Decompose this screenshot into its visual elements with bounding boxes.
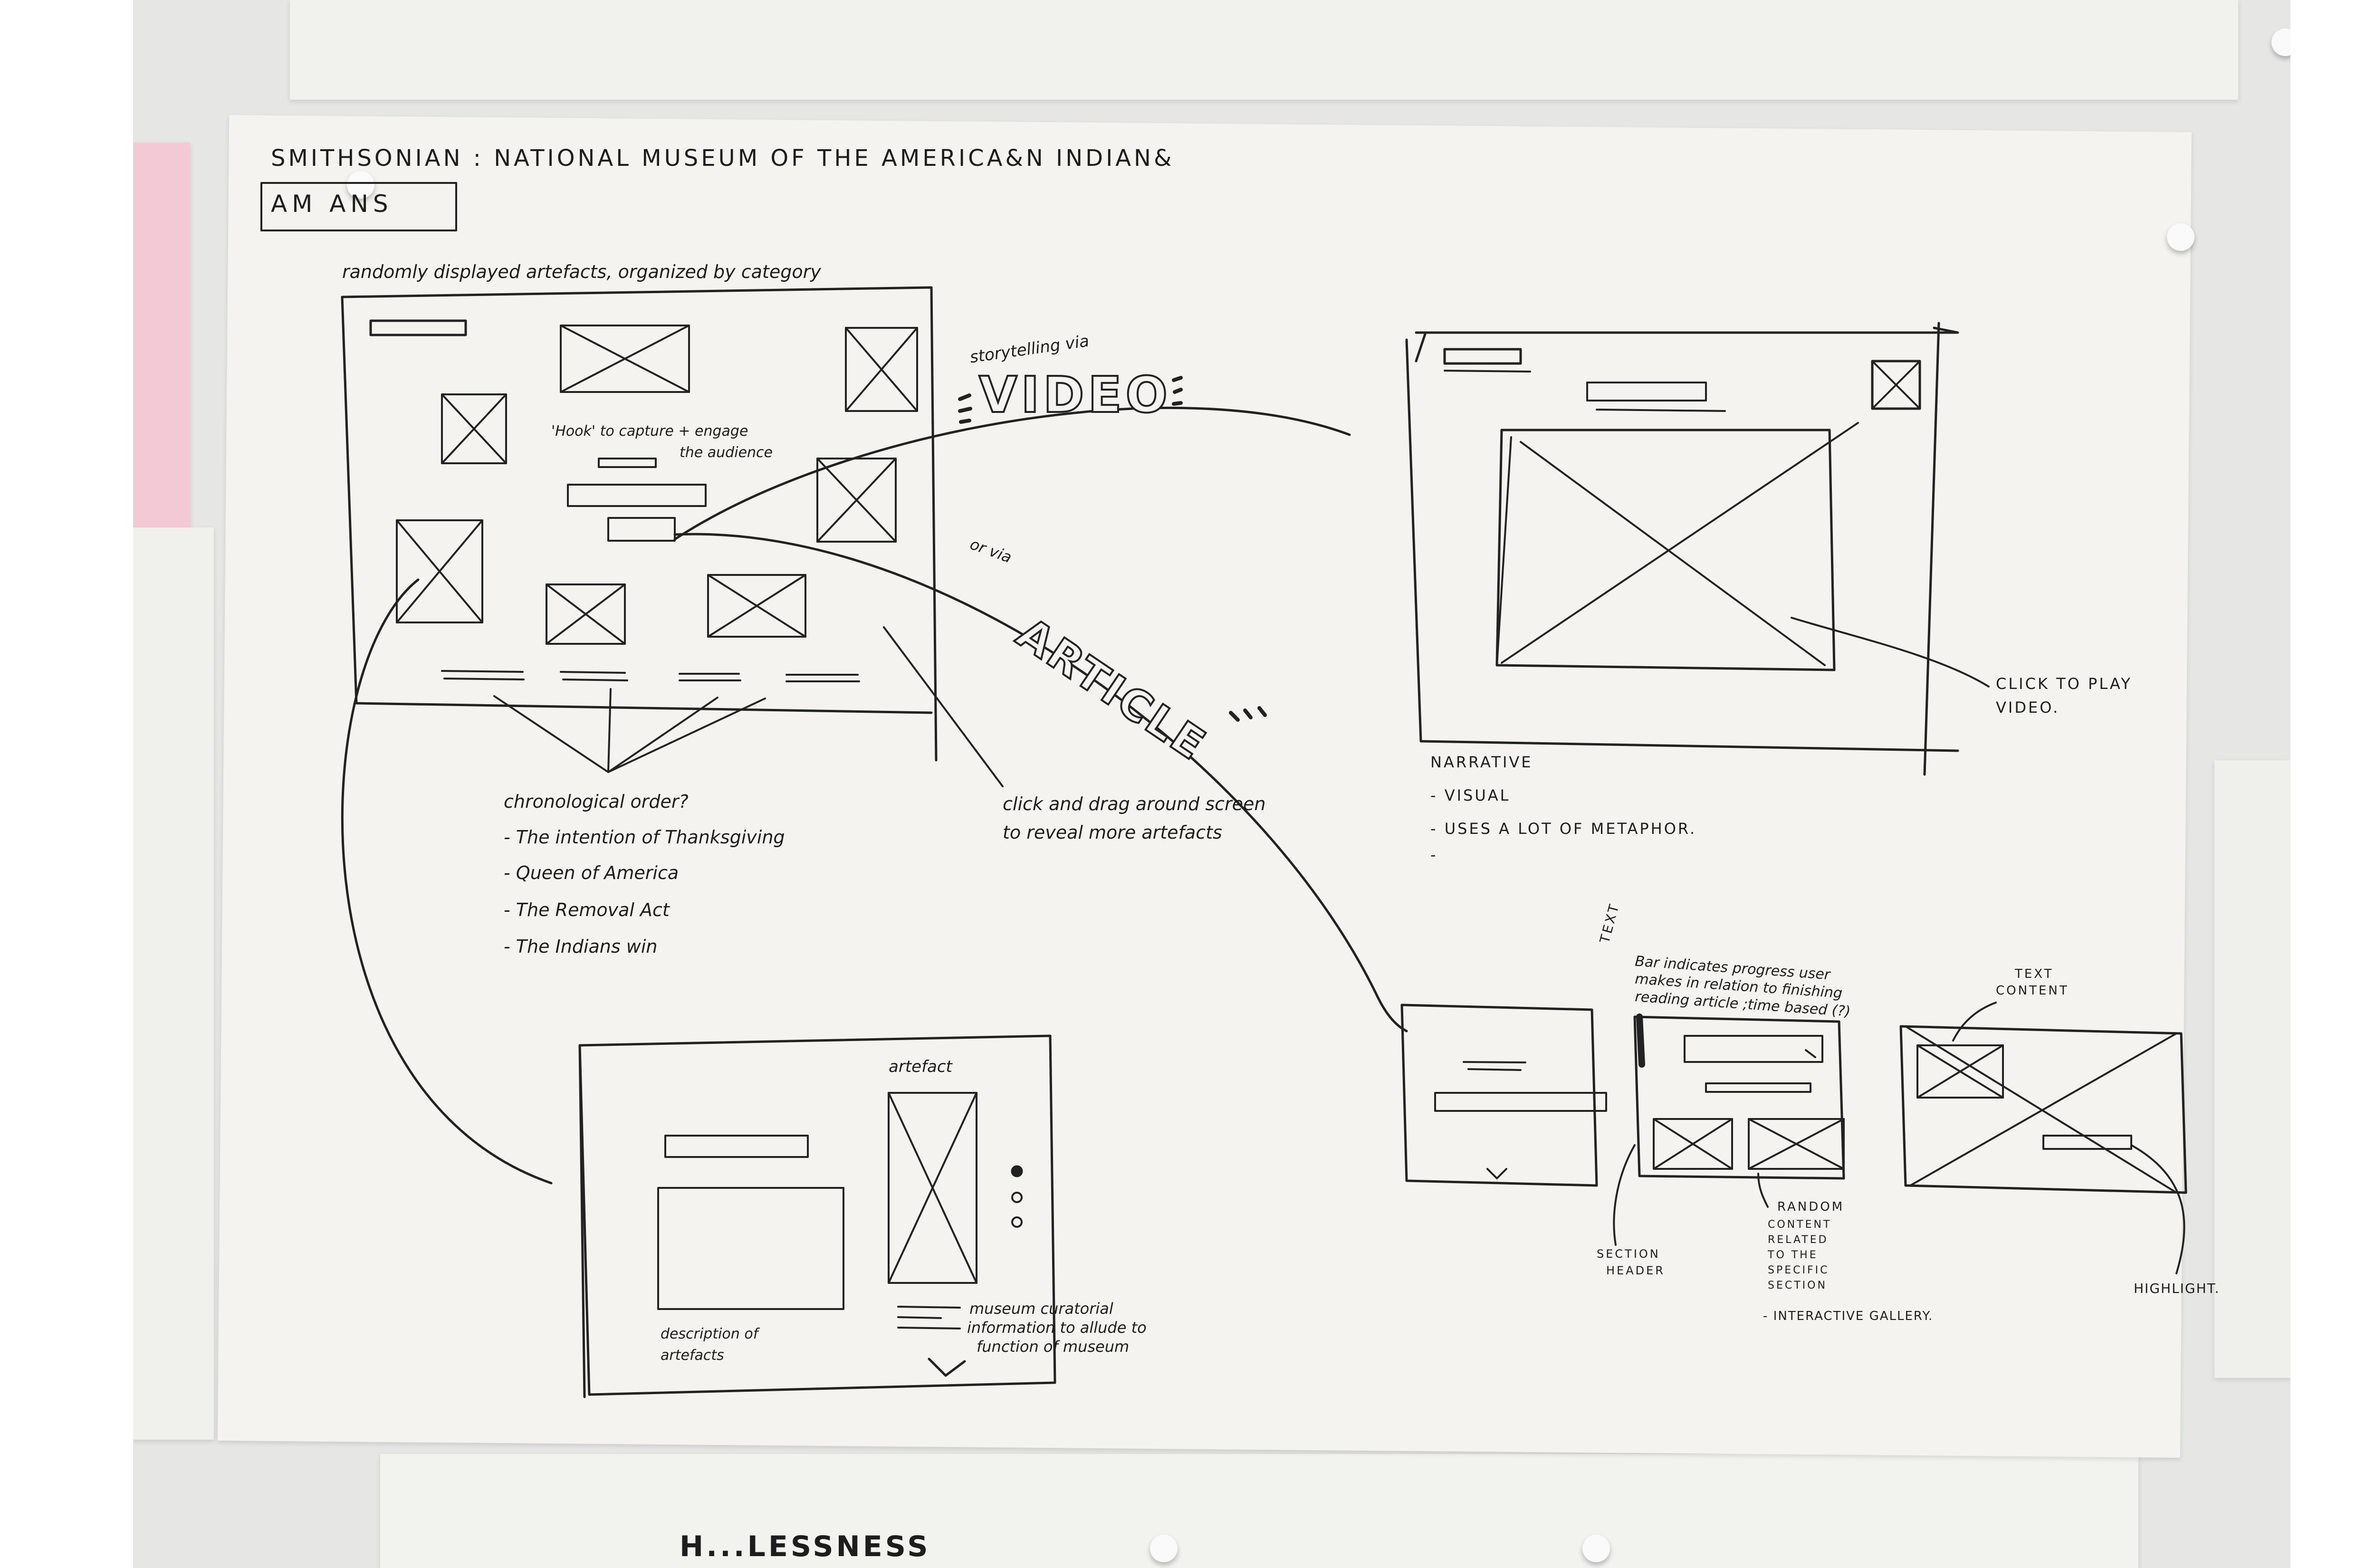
video-label-big: VIDEO (978, 365, 1171, 425)
logo-text: AM ANS (271, 190, 393, 218)
artefact-label: artefact (889, 1057, 952, 1076)
pin-icon (347, 171, 374, 199)
click-play-note-line2: VIDEO. (1996, 698, 2060, 717)
pin-icon (2271, 29, 2290, 56)
description-label-line1: description of (661, 1326, 758, 1342)
random-content-label: TO THE (1768, 1249, 1818, 1261)
highlight-label: HIGHLIGHT. (2134, 1281, 2220, 1296)
text-content-label-line1: TEXT (2015, 967, 2054, 981)
random-content-label: CONTENT (1768, 1219, 1832, 1231)
random-content-label: RANDOM (1777, 1200, 1845, 1214)
chronology-item: - The intention of Thanksgiving (504, 827, 785, 848)
narrative-item: - VISUAL (1430, 786, 1511, 804)
click-play-note-line1: CLICK TO PLAY (1996, 675, 2132, 693)
drag-note-line1: click and drag around screen (1003, 794, 1266, 814)
narrative-item: - USES A LOT OF METAPHOR. (1430, 820, 1697, 838)
drag-note-line2: to reveal more artefacts (1003, 822, 1222, 843)
left-sticky-note (133, 143, 190, 527)
pin-icon (2167, 223, 2194, 251)
pin-icon (1582, 1535, 1610, 1562)
sketch-drawing (260, 182, 2187, 1398)
right-background-sheet (2214, 760, 2290, 1378)
text-content-label-line2: CONTENT (1996, 984, 2069, 998)
left-background-sheet (133, 527, 214, 1440)
chronology-item: - The Removal Act (504, 899, 670, 920)
hook-note-line1: 'Hook' to capture + engage (551, 423, 748, 440)
section-header-label-line2: HEADER (1606, 1264, 1665, 1277)
random-content-label: SECTION (1768, 1280, 1827, 1291)
bottom-sheet-text: H...LESSNESS (680, 1530, 931, 1563)
chronology-item: - The Indians win (504, 936, 658, 957)
narrative-heading: NARRATIVE (1430, 753, 1533, 771)
random-content-label: SPECIFIC (1768, 1264, 1830, 1276)
sheet-title: SMITHSONIAN : NATIONAL MUSEUM OF THE AME… (271, 145, 1175, 172)
random-content-label: RELATED (1768, 1234, 1829, 1246)
chronology-item: - Queen of America (504, 862, 679, 883)
pin-icon (1150, 1535, 1178, 1562)
top-background-sheet (290, 0, 2238, 100)
landing-caption: randomly displayed artefacts, organized … (342, 261, 821, 282)
description-label-line2: artefacts (661, 1347, 724, 1364)
section-header-label-line1: SECTION (1597, 1247, 1660, 1261)
chronology-heading: chronological order? (504, 791, 689, 812)
photo-background: H...LESSNESS (133, 0, 2290, 1568)
hook-note-line2: the audience (680, 444, 773, 461)
interactive-gallery-label: - INTERACTIVE GALLERY. (1763, 1309, 1934, 1323)
bottom-background-sheet (380, 1454, 2138, 1568)
museum-note-line1: museum curatorial (969, 1300, 1113, 1318)
museum-note-line3: function of museum (977, 1338, 1130, 1356)
museum-note-line2: information to allude to (967, 1319, 1147, 1337)
narrative-item: - (1430, 846, 1438, 864)
